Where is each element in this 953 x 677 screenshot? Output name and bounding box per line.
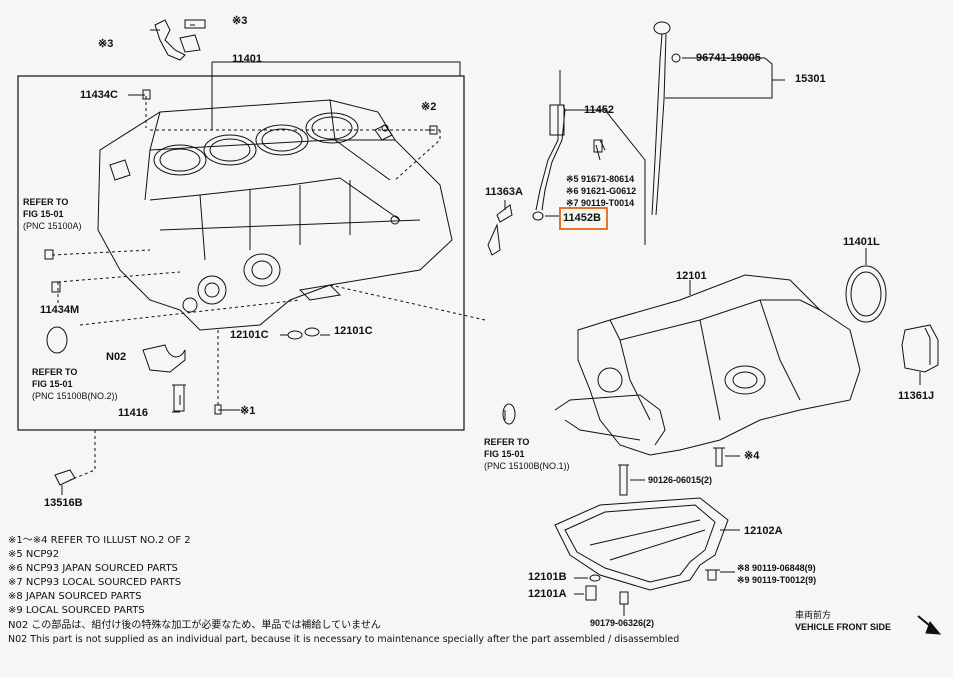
block-group-frame bbox=[17, 75, 465, 431]
vehicle-front-arrow-icon bbox=[917, 615, 942, 635]
callout-11401[interactable]: 11401 bbox=[232, 53, 262, 65]
plug-star2[interactable] bbox=[429, 125, 438, 135]
drain-plug-12101a[interactable] bbox=[585, 585, 597, 601]
callout-n02[interactable]: N02 bbox=[106, 351, 127, 363]
callout-star4[interactable]: ※4 bbox=[744, 450, 760, 462]
callout-90119-t0012[interactable]: ※9 90119-T0012(9) bbox=[737, 575, 817, 585]
callout-12101c-a[interactable]: 12101C bbox=[230, 329, 269, 341]
callout-11416[interactable]: 11416 bbox=[118, 407, 148, 419]
cylinder-block-drawing[interactable] bbox=[97, 99, 453, 331]
callout-90126-06015[interactable]: 90126-06015(2) bbox=[648, 475, 713, 485]
bolt-90119[interactable] bbox=[705, 569, 720, 581]
plug-90179[interactable] bbox=[619, 591, 629, 605]
callout-star3-a[interactable]: ※3 bbox=[232, 15, 248, 27]
callout-90119-06848[interactable]: ※8 90119-06848(9) bbox=[737, 563, 816, 573]
callout-11401l[interactable]: 11401L bbox=[843, 236, 880, 248]
callout-11452[interactable]: 11452 bbox=[584, 104, 614, 116]
callout-12101b[interactable]: 12101B bbox=[528, 571, 567, 583]
callout-star2[interactable]: ※2 bbox=[421, 101, 437, 113]
callout-12101[interactable]: 12101 bbox=[676, 270, 707, 282]
refer-15100a-line1[interactable]: REFER TO bbox=[23, 197, 69, 207]
refer-15100b1-line3[interactable]: (PNC 15100B(NO.1)) bbox=[484, 461, 570, 471]
callout-90179-06326[interactable]: 90179-06326(2) bbox=[590, 618, 655, 628]
note-4: ※7 NCP93 LOCAL SOURCED PARTS bbox=[8, 577, 182, 588]
callout-96741-19005[interactable]: 96741-19005 bbox=[696, 52, 761, 64]
pin-star1[interactable] bbox=[214, 404, 222, 415]
stud-90126[interactable] bbox=[618, 464, 629, 496]
oring-refer-15100b[interactable] bbox=[46, 326, 68, 354]
fitting-star3[interactable] bbox=[154, 19, 206, 61]
clamp-11363a[interactable] bbox=[487, 204, 513, 256]
oil-pan-no1-drawing[interactable] bbox=[554, 274, 861, 456]
cover-11361j[interactable] bbox=[901, 324, 939, 373]
callout-15301[interactable]: 15301 bbox=[795, 73, 826, 85]
callout-13516b[interactable]: 13516B bbox=[44, 497, 83, 509]
callout-11361j[interactable]: 11361J bbox=[898, 390, 935, 402]
gauge-guide-11452[interactable] bbox=[535, 104, 566, 211]
gasket-12101b[interactable] bbox=[589, 574, 601, 582]
callout-12102a[interactable]: 12102A bbox=[744, 525, 783, 537]
note-6: ※9 LOCAL SOURCED PARTS bbox=[8, 605, 145, 616]
highlight-11452b bbox=[559, 207, 608, 230]
callout-91621-g0612[interactable]: ※6 91621-G0612 bbox=[566, 186, 637, 196]
bolt-star4[interactable] bbox=[713, 447, 725, 467]
refer-15100a-line3[interactable]: (PNC 15100A) bbox=[23, 221, 82, 231]
refer-15100b1-line2[interactable]: FIG 15-01 bbox=[484, 449, 525, 459]
refer-15100a-line2[interactable]: FIG 15-01 bbox=[23, 209, 64, 219]
note-1: ※1〜※4 REFER TO ILLUST NO.2 OF 2 bbox=[8, 535, 191, 546]
refer-15100b2-line1[interactable]: REFER TO bbox=[32, 367, 78, 377]
note-3: ※6 NCP93 JAPAN SOURCED PARTS bbox=[8, 563, 178, 574]
note-5: ※8 JAPAN SOURCED PARTS bbox=[8, 591, 142, 602]
vehicle-front-jp: 車両前方 bbox=[795, 610, 832, 620]
oil-seal-11401l[interactable] bbox=[845, 265, 887, 323]
pin-11434m[interactable] bbox=[51, 281, 61, 293]
refer-15100b2-line2[interactable]: FIG 15-01 bbox=[32, 379, 73, 389]
plug-refer15100a[interactable] bbox=[44, 249, 54, 260]
union-13516b[interactable] bbox=[54, 469, 76, 486]
oil-pan-no2-drawing[interactable] bbox=[554, 497, 729, 591]
callout-91671-80614[interactable]: ※5 91671-80614 bbox=[566, 174, 635, 184]
note-2: ※5 NCP92 bbox=[8, 549, 60, 560]
oil-level-gauge-drawing[interactable] bbox=[651, 21, 681, 216]
callout-11452b[interactable]: 11452B bbox=[563, 212, 601, 224]
refer-15100b2-line3[interactable]: (PNC 15100B(NO.2)) bbox=[32, 391, 118, 401]
bearing-cap-n02[interactable] bbox=[142, 344, 186, 373]
callout-12101a[interactable]: 12101A bbox=[528, 588, 567, 600]
callout-11434c[interactable]: 11434C bbox=[80, 89, 118, 101]
callout-12101c-b[interactable]: 12101C bbox=[334, 325, 373, 337]
bolt-11416[interactable] bbox=[172, 384, 186, 412]
vehicle-front-en: VEHICLE FRONT SIDE bbox=[795, 622, 892, 632]
gasket-12101c[interactable] bbox=[287, 327, 320, 340]
note-n02-en: N02 This part is not supplied as an indi… bbox=[8, 634, 680, 645]
callout-90119-t0014[interactable]: ※7 90119-T0014 bbox=[566, 198, 635, 208]
callout-star3-b[interactable]: ※3 bbox=[98, 38, 114, 50]
refer-15100b1-line1[interactable]: REFER TO bbox=[484, 437, 530, 447]
note-n02-jp: N02 この部品は、組付け後の特殊な加工が必要なため、単品では補給していません bbox=[8, 620, 381, 631]
plug-11434c[interactable] bbox=[142, 89, 151, 100]
callout-11363a[interactable]: 11363A bbox=[485, 186, 523, 198]
callout-star1[interactable]: ※1 bbox=[240, 405, 256, 417]
callout-11434m[interactable]: 11434M bbox=[40, 304, 80, 316]
